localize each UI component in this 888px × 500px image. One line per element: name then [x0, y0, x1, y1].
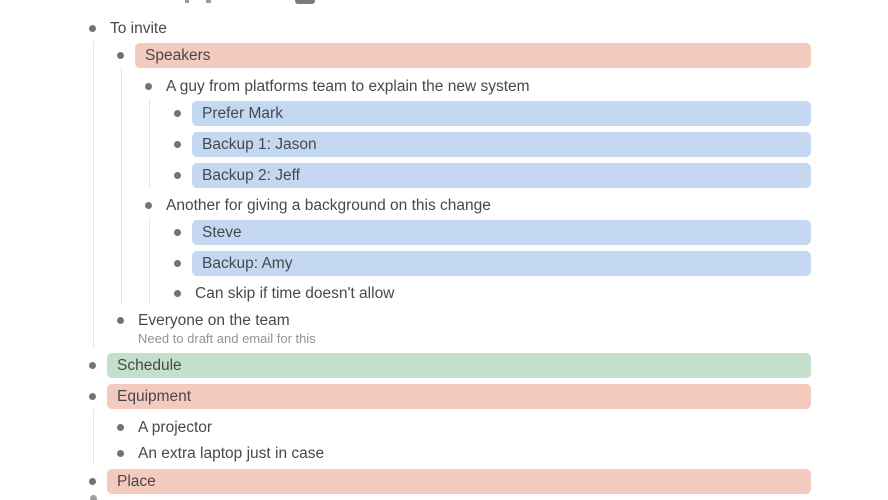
clipped-text-fragment [295, 0, 315, 4]
outline-item-extra-laptop[interactable]: An extra laptop just in case [117, 441, 324, 466]
bullet-icon[interactable] [117, 317, 124, 324]
item-text[interactable]: Place [107, 469, 811, 494]
bullet-icon[interactable] [89, 362, 96, 369]
item-text[interactable]: A guy from platforms team to explain the… [166, 78, 530, 95]
item-text[interactable]: Steve [192, 220, 811, 245]
bullet-icon[interactable] [145, 83, 152, 90]
item-text[interactable]: Prefer Mark [192, 101, 811, 126]
item-text[interactable]: Everyone on the team [138, 312, 290, 329]
item-text[interactable]: Can skip if time doesn't allow [195, 285, 395, 302]
indent-guide-line [93, 41, 94, 347]
clipped-text-fragment [206, 0, 211, 3]
bullet-icon[interactable] [89, 393, 96, 400]
bullet-icon[interactable] [89, 25, 96, 32]
indent-guide-line [93, 409, 94, 464]
outline-item-everyone[interactable]: Everyone on the team [117, 308, 290, 333]
item-text[interactable]: Schedule [107, 353, 811, 378]
outline-item-schedule[interactable]: Schedule [89, 353, 811, 378]
bullet-icon[interactable] [174, 141, 181, 148]
bullet-icon[interactable] [174, 172, 181, 179]
bullet-icon[interactable] [174, 290, 181, 297]
clipped-bullet-icon[interactable] [90, 495, 97, 500]
item-note[interactable]: Need to draft and email for this [138, 331, 316, 346]
item-text[interactable]: A projector [138, 419, 213, 436]
outline-item-backup-amy[interactable]: Backup: Amy [174, 251, 811, 276]
outline-item-to-invite[interactable]: To invite [89, 16, 167, 41]
outline-item-platforms-guy[interactable]: A guy from platforms team to explain the… [145, 74, 530, 99]
outline-item-steve[interactable]: Steve [174, 220, 811, 245]
outline-item-backup1-jason[interactable]: Backup 1: Jason [174, 132, 811, 157]
item-text[interactable]: Another for giving a background on this … [166, 197, 491, 214]
indent-guide-line [121, 68, 122, 304]
bullet-icon[interactable] [174, 229, 181, 236]
outline-item-backup2-jeff[interactable]: Backup 2: Jeff [174, 163, 811, 188]
item-text[interactable]: Backup 1: Jason [192, 132, 811, 157]
item-text[interactable]: Backup 2: Jeff [192, 163, 811, 188]
bullet-icon[interactable] [117, 450, 124, 457]
item-text[interactable]: Speakers [135, 43, 811, 68]
item-text[interactable]: To invite [110, 20, 167, 37]
item-text[interactable]: Backup: Amy [192, 251, 811, 276]
item-text[interactable]: Equipment [107, 384, 811, 409]
bullet-icon[interactable] [174, 260, 181, 267]
indent-guide-line [149, 99, 150, 187]
outline-item-speakers[interactable]: Speakers [117, 43, 811, 68]
bullet-icon[interactable] [117, 52, 124, 59]
outline-item-background-speaker[interactable]: Another for giving a background on this … [145, 193, 491, 218]
outline-item-projector[interactable]: A projector [117, 415, 212, 440]
indent-guide-line [149, 218, 150, 304]
clipped-text-fragment [185, 0, 189, 3]
bullet-icon[interactable] [174, 110, 181, 117]
outline-item-place[interactable]: Place [89, 469, 811, 494]
bullet-icon[interactable] [117, 424, 124, 431]
outline-item-equipment[interactable]: Equipment [89, 384, 811, 409]
bullet-icon[interactable] [89, 478, 96, 485]
item-text[interactable]: An extra laptop just in case [138, 445, 325, 462]
outline-item-can-skip[interactable]: Can skip if time doesn't allow [174, 281, 394, 306]
outline-item-prefer-mark[interactable]: Prefer Mark [174, 101, 811, 126]
bullet-icon[interactable] [145, 202, 152, 209]
